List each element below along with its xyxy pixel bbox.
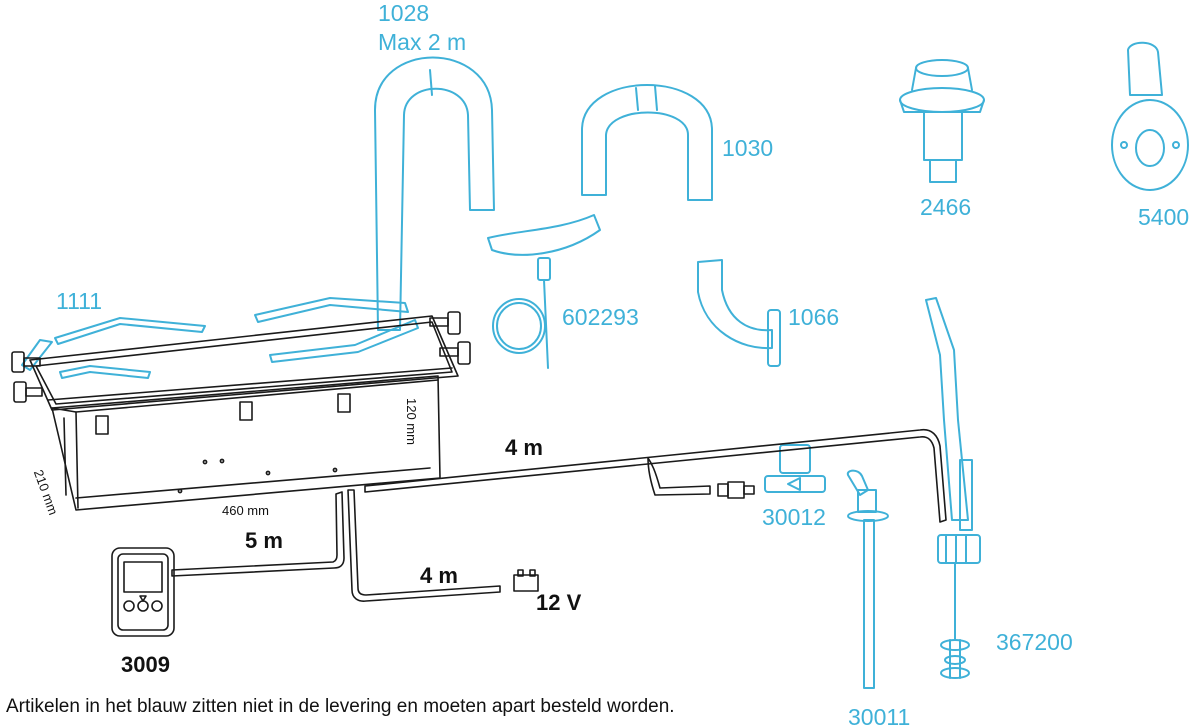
hose-1030 bbox=[581, 84, 713, 201]
dimension-height: 120 mm bbox=[404, 398, 419, 445]
label-display-cable: 5 m bbox=[245, 528, 283, 553]
clamp-602293 bbox=[492, 298, 546, 354]
frame-1111 bbox=[54, 317, 206, 345]
hose-4m bbox=[364, 428, 947, 523]
knob-left bbox=[11, 351, 43, 403]
label-1111: 1111 bbox=[56, 288, 103, 314]
footnote: Artikelen in het blauw zitten niet in de… bbox=[6, 696, 675, 717]
fitting-2466 bbox=[899, 59, 985, 183]
label-1030: 1030 bbox=[722, 135, 774, 161]
label-5400: 5400 bbox=[1138, 204, 1190, 230]
elbow-1066 bbox=[697, 259, 773, 350]
label-1028: 1028 bbox=[378, 0, 430, 26]
dimension-width: 460 mm bbox=[222, 503, 269, 518]
drain-30011 bbox=[846, 469, 889, 689]
label-hose-length: 4 m bbox=[505, 435, 543, 460]
label-367200: 367200 bbox=[996, 629, 1073, 655]
unit-lid bbox=[29, 315, 459, 411]
label-1028-note: Max 2 m bbox=[378, 29, 467, 55]
display-cable bbox=[171, 491, 345, 577]
label-30012: 30012 bbox=[762, 504, 826, 530]
pump-367200 bbox=[925, 297, 981, 679]
label-1066: 1066 bbox=[788, 304, 840, 330]
label-voltage: 12 V bbox=[536, 590, 582, 615]
valve-30012 bbox=[764, 444, 826, 493]
power-cable bbox=[347, 489, 501, 602]
label-3009: 3009 bbox=[121, 652, 170, 677]
label-power-cable: 4 m bbox=[420, 563, 458, 588]
elbow-602293 bbox=[487, 214, 601, 256]
label-30011: 30011 bbox=[848, 704, 911, 727]
label-2466: 2466 bbox=[920, 194, 972, 220]
display-3009 bbox=[111, 547, 175, 637]
hose-1028 bbox=[374, 56, 495, 331]
label-602293: 602293 bbox=[562, 304, 639, 330]
plug-12v bbox=[513, 574, 539, 592]
knob-right bbox=[429, 311, 471, 365]
outlet-5400 bbox=[1111, 41, 1189, 191]
